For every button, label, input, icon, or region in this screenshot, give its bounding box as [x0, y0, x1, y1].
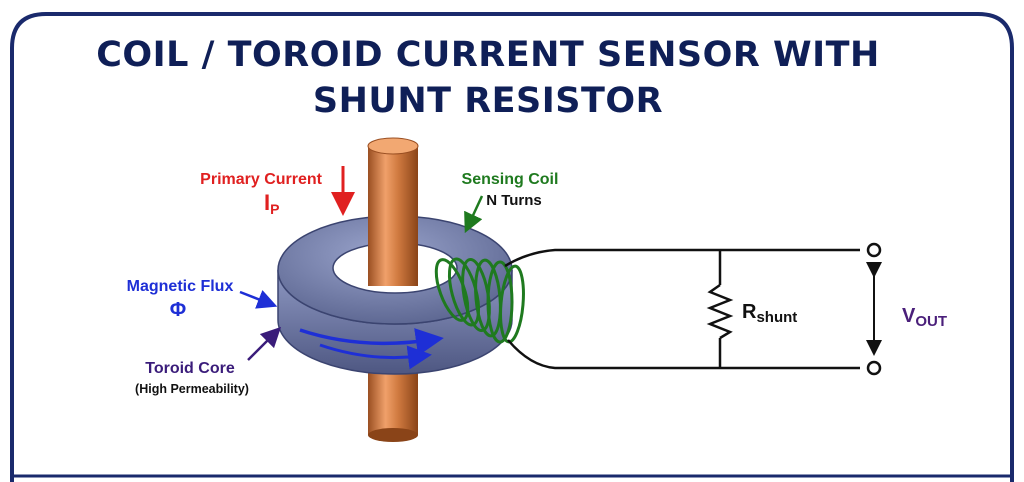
terminal-top — [866, 242, 882, 258]
terminal-bottom — [866, 360, 882, 376]
frame-border — [10, 12, 1014, 482]
sensing-coil-label: Sensing Coil — [462, 171, 559, 188]
sensing-coil-pointer — [464, 195, 484, 234]
magnetic-flux-label: Magnetic Flux — [127, 278, 234, 295]
toroid-core-label: Toroid Core — [145, 360, 235, 377]
conductor-top-cap — [367, 137, 419, 155]
core-pointer — [247, 326, 282, 361]
primary-current-symbol: IP — [264, 190, 279, 217]
title-line-2: SHUNT RESISTOR — [313, 81, 663, 121]
flux-pointer — [239, 290, 278, 309]
coil-lead-bottom — [507, 339, 860, 370]
shunt-resistor-label: Rshunt — [742, 301, 797, 326]
conductor-bottom-cap — [368, 428, 418, 442]
flux-arrow-1 — [299, 328, 444, 356]
flux-symbol: Φ — [170, 299, 186, 321]
conductor-upper — [368, 146, 418, 286]
coil-lead-top — [504, 248, 860, 268]
shunt-resistor — [706, 283, 734, 340]
sensing-coil — [434, 257, 525, 344]
flux-arrow-2 — [319, 343, 432, 370]
core-note-label: (High Permeability) — [135, 382, 249, 396]
title-line-1: COIL / TOROID CURRENT SENSOR WITH — [96, 35, 880, 75]
coil-turns-label: N Turns — [486, 192, 542, 209]
primary-current-label: Primary Current — [200, 171, 322, 188]
vout-label: VOUT — [902, 305, 947, 330]
